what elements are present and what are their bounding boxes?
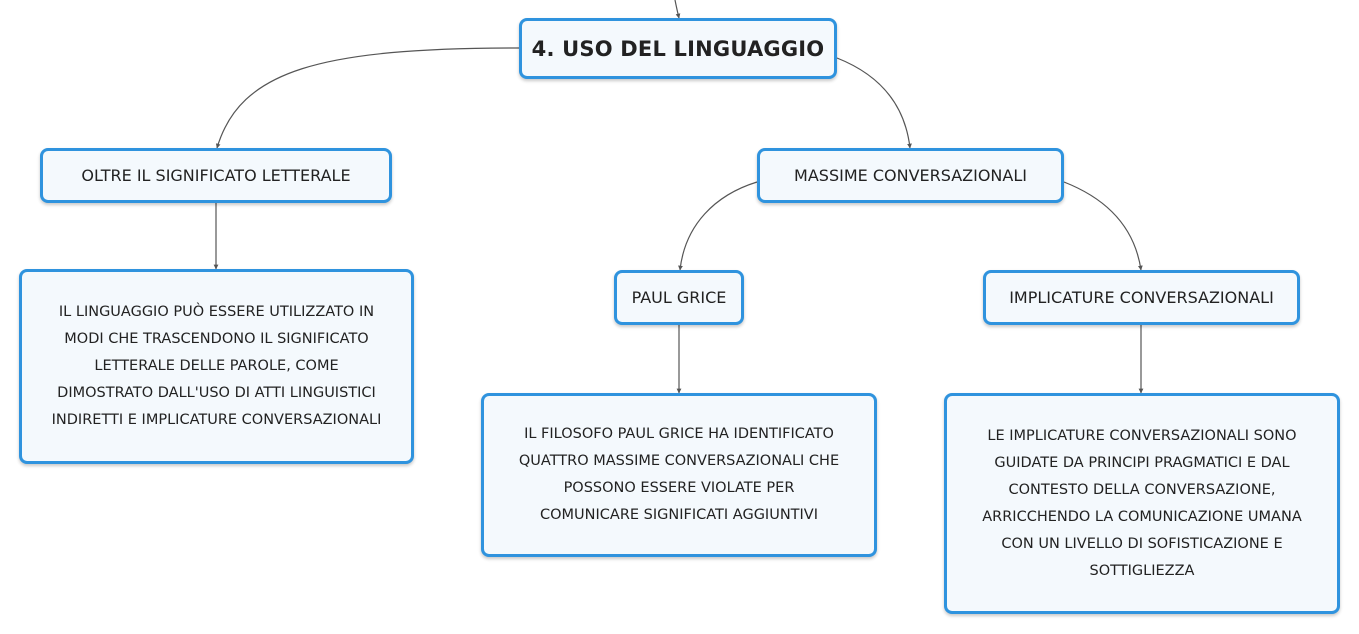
subtopic-implicature-conversazionali[interactable]: IMPLICATURE CONVERSAZIONALI [983,270,1300,325]
subtopic-implicature-label: IMPLICATURE CONVERSAZIONALI [1009,288,1274,307]
detail-line: COMUNICARE SIGNIFICATI AGGIUNTIVI [540,507,818,523]
subtopic-paul-grice-label: PAUL GRICE [631,288,727,307]
root-topic-uso-del-linguaggio[interactable]: 4. USO DEL LINGUAGGIO [519,18,837,79]
detail-line: CONTESTO DELLA CONVERSAZIONE, [1008,481,1276,498]
topic-massime-conversazionali[interactable]: MASSIME CONVERSAZIONALI [757,148,1064,203]
detail-line: QUATTRO MASSIME CONVERSAZIONALI CHE [518,453,840,469]
detail-oltre-text: IL LINGUAGGIO PUÒ ESSERE UTILIZZATO IN M… [52,299,382,434]
detail-line: LETTERALE DELLE PAROLE, COME [94,358,339,374]
detail-line: IL LINGUAGGIO PUÒ ESSERE UTILIZZATO IN [58,304,375,320]
detail-line: MODI CHE TRASCENDONO IL SIGNIFICATO [64,331,369,347]
topic-massime-label: MASSIME CONVERSAZIONALI [794,166,1027,185]
topic-oltre-il-significato-letterale[interactable]: OLTRE IL SIGNIFICATO LETTERALE [40,148,392,203]
detail-paul-grice[interactable]: IL FILOSOFO PAUL GRICE HA IDENTIFICATO Q… [481,393,877,557]
detail-line: LE IMPLICATURE CONVERSAZIONALI SONO [987,427,1297,444]
detail-oltre-il-significato[interactable]: IL LINGUAGGIO PUÒ ESSERE UTILIZZATO IN M… [19,269,414,464]
detail-line: GUIDATE DA PRINCIPI PRAGMATICI E DAL [994,454,1290,471]
detail-line: INDIRETTI E IMPLICATURE CONVERSAZIONALI [51,412,382,428]
connector-root-to-oltre [215,47,520,149]
connector-massime-to-implicature [1063,181,1143,271]
detail-line: POSSONO ESSERE VIOLATE PER [563,480,795,496]
detail-implicature-text: LE IMPLICATURE CONVERSAZIONALI SONO GUID… [982,423,1302,585]
connector-root-to-massime [836,57,912,149]
detail-paul-grice-text: IL FILOSOFO PAUL GRICE HA IDENTIFICATO Q… [519,421,839,529]
topic-oltre-label: OLTRE IL SIGNIFICATO LETTERALE [81,166,351,185]
detail-implicature-conversazionali[interactable]: LE IMPLICATURE CONVERSAZIONALI SONO GUID… [944,393,1340,614]
detail-line: SOTTIGLIEZZA [1089,562,1195,579]
root-topic-label: 4. USO DEL LINGUAGGIO [531,36,825,61]
detail-line: IL FILOSOFO PAUL GRICE HA IDENTIFICATO [524,426,834,442]
subtopic-paul-grice[interactable]: PAUL GRICE [614,270,744,325]
detail-line: DIMOSTRATO DALL'USO DI ATTI LINGUISTICI [57,385,376,401]
detail-line: ARRICCHENDO LA COMUNICAZIONE UMANA [982,508,1302,525]
connector-massime-to-paul [678,181,758,271]
detail-line: CON UN LIVELLO DI SOFISTICAZIONE E [1001,535,1283,552]
connector-parent-to-root [674,0,681,19]
